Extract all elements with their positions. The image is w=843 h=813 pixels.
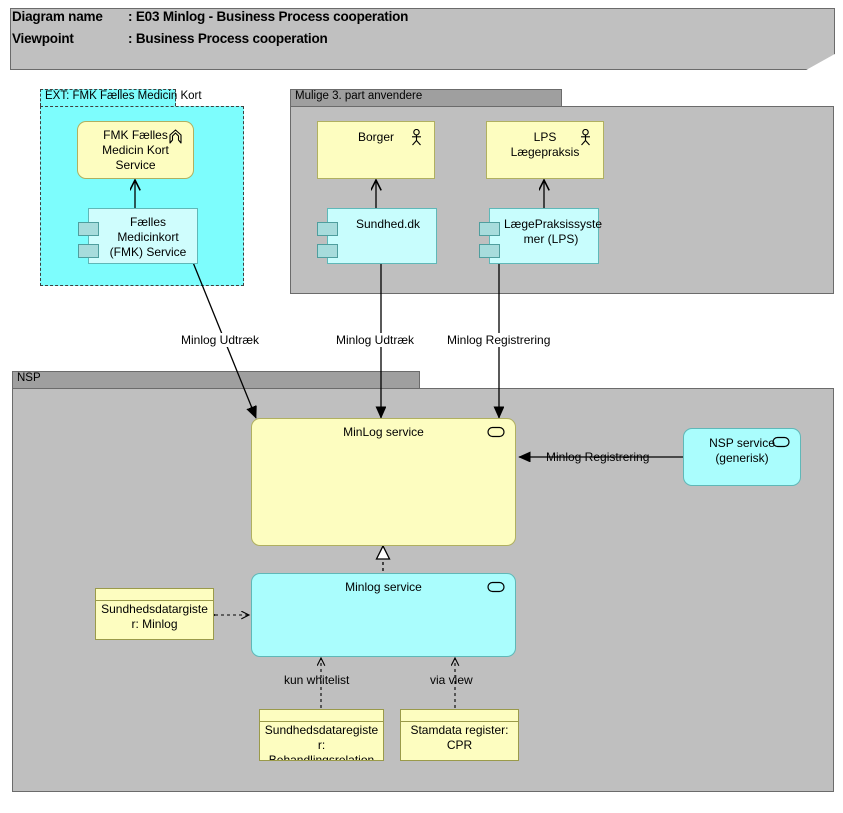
edge-label-kun-whitelist: kun whitelist: [284, 673, 350, 687]
node-stamdata-register-cpr[interactable]: Stamdata register:CPR: [400, 709, 519, 761]
diagram-name-key: Diagram name: [12, 9, 103, 24]
node-nsp-service-generisk-label: NSP service(generisk): [709, 436, 775, 465]
edge-label-lps-to-minlog: Minlog Registrering: [445, 333, 553, 347]
node-sundhed-dk-label: Sundhed.dk: [355, 217, 421, 231]
component-port-top-icon: [78, 222, 99, 236]
node-sundhed-dk[interactable]: Sundhed.dk: [317, 208, 437, 264]
viewpoint-value: : Business Process cooperation: [128, 31, 328, 46]
rounded-service-icon: [487, 426, 505, 438]
data-object-icon: [260, 710, 383, 722]
component-port-bottom-icon: [78, 244, 99, 258]
node-borger[interactable]: Borger: [317, 121, 435, 179]
rounded-service-icon: [487, 581, 505, 593]
component-port-top-icon: [317, 222, 338, 236]
component-port-bottom-icon: [479, 244, 500, 258]
actor-icon: [410, 128, 423, 146]
edge-label-nspservice-to-minlog: Minlog Registrering: [546, 450, 650, 464]
node-nsp-service-generisk[interactable]: NSP service(generisk): [683, 428, 801, 486]
diagram-name-line: Diagram name : E03 Minlog - Business Proc…: [12, 9, 408, 24]
arch-icon: [168, 129, 183, 144]
node-minlog-service-app-label: Minlog service: [345, 580, 422, 594]
actor-icon: [579, 128, 592, 146]
component-port-top-icon: [479, 222, 500, 236]
data-object-icon: [96, 589, 213, 601]
viewpoint-key: Viewpoint: [12, 31, 74, 46]
group-ext-fmk-tab: [40, 89, 176, 106]
rounded-service-icon: [772, 436, 790, 448]
group-nsp-label: NSP: [17, 372, 41, 384]
group-nsp-tab: [12, 371, 420, 388]
group-ext-fmk-label: EXT: FMK Fælles Medicin Kort: [45, 90, 202, 102]
edge-label-sundheddk-to-minlog: Minlog Udtræk: [334, 333, 417, 347]
data-object-icon: [401, 710, 518, 722]
diagram-title-box: [10, 8, 835, 70]
viewpoint-line: Viewpoint : Business Process cooperation: [12, 31, 328, 46]
group-third-party-tab: [290, 89, 562, 106]
node-minlog-service-business-label: MinLog service: [343, 425, 424, 439]
group-third-party-label: Mulige 3. part anvendere: [295, 90, 423, 102]
node-minlog-service-app[interactable]: Minlog service: [251, 573, 516, 657]
node-borger-label: Borger: [357, 130, 395, 144]
edge-label-via-view: via view: [430, 673, 473, 687]
diagram-name-value: : E03 Minlog - Business Process cooperat…: [128, 9, 409, 24]
node-stamdata-register-cpr-label: Stamdata register:CPR: [410, 723, 509, 752]
edge-label-fmk-to-minlog: Minlog Udtræk: [179, 333, 262, 347]
component-port-bottom-icon: [317, 244, 338, 258]
node-minlog-service-business[interactable]: MinLog service: [251, 418, 516, 546]
